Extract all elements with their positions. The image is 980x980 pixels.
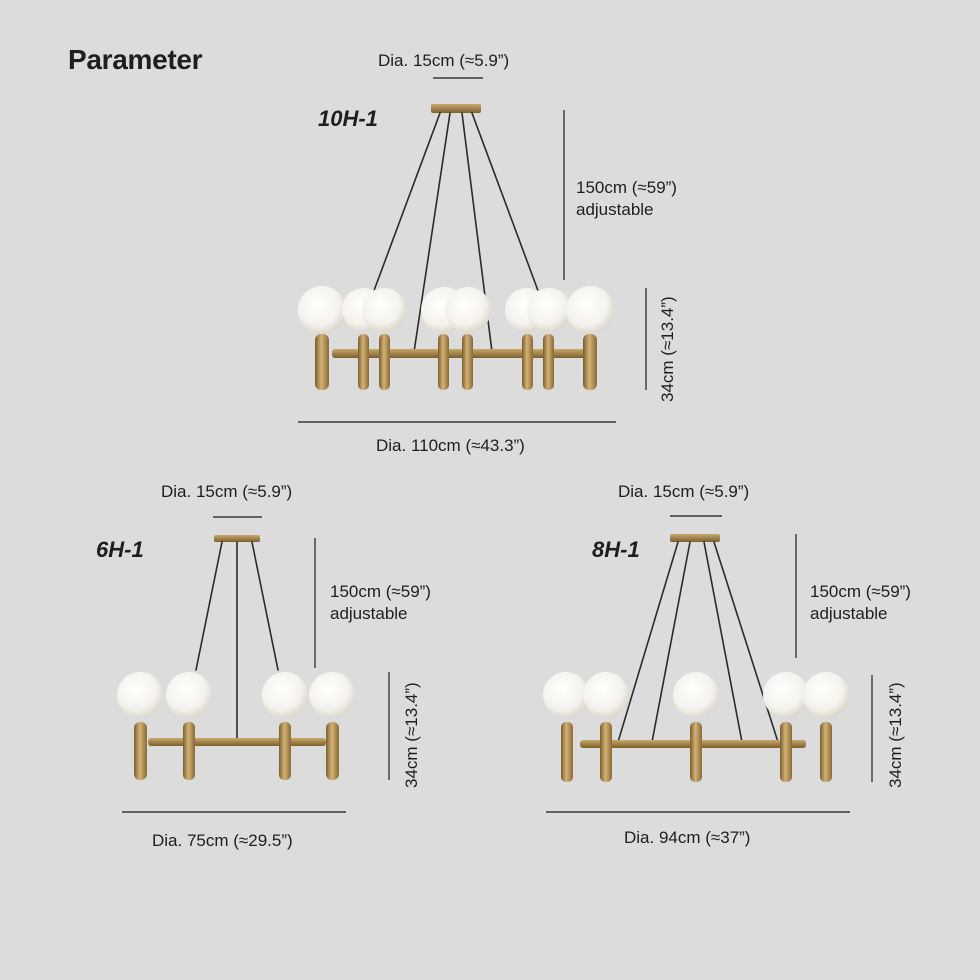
cable-length-label: 150cm (≈59”) adjustable [576,178,677,219]
canopy-diameter-label: Dia. 15cm (≈5.9”) [378,51,510,70]
chandelier-8h-1 [543,534,849,782]
dimension-lines [122,77,873,813]
chandelier-10h-1 [298,104,614,390]
cable-length-label: 150cm (≈59”) adjustable [810,582,911,623]
overall-diameter-label: Dia. 110cm (≈43.3”) [376,436,525,455]
canopy-diameter-label: Dia. 15cm (≈5.9”) [161,482,293,501]
canopy-diameter-label: Dia. 15cm (≈5.9”) [618,482,750,501]
model-name: 8H-1 [592,537,640,562]
cable-length-label: 150cm (≈59”) adjustable [330,582,431,623]
overall-diameter-label: Dia. 94cm (≈37”) [624,828,751,847]
model-name: 10H-1 [318,106,378,131]
overall-diameter-label: Dia. 75cm (≈29.5”) [152,831,293,850]
model-name: 6H-1 [96,537,144,562]
chandelier-6h-1 [117,535,355,780]
page-title: Parameter [68,44,203,75]
